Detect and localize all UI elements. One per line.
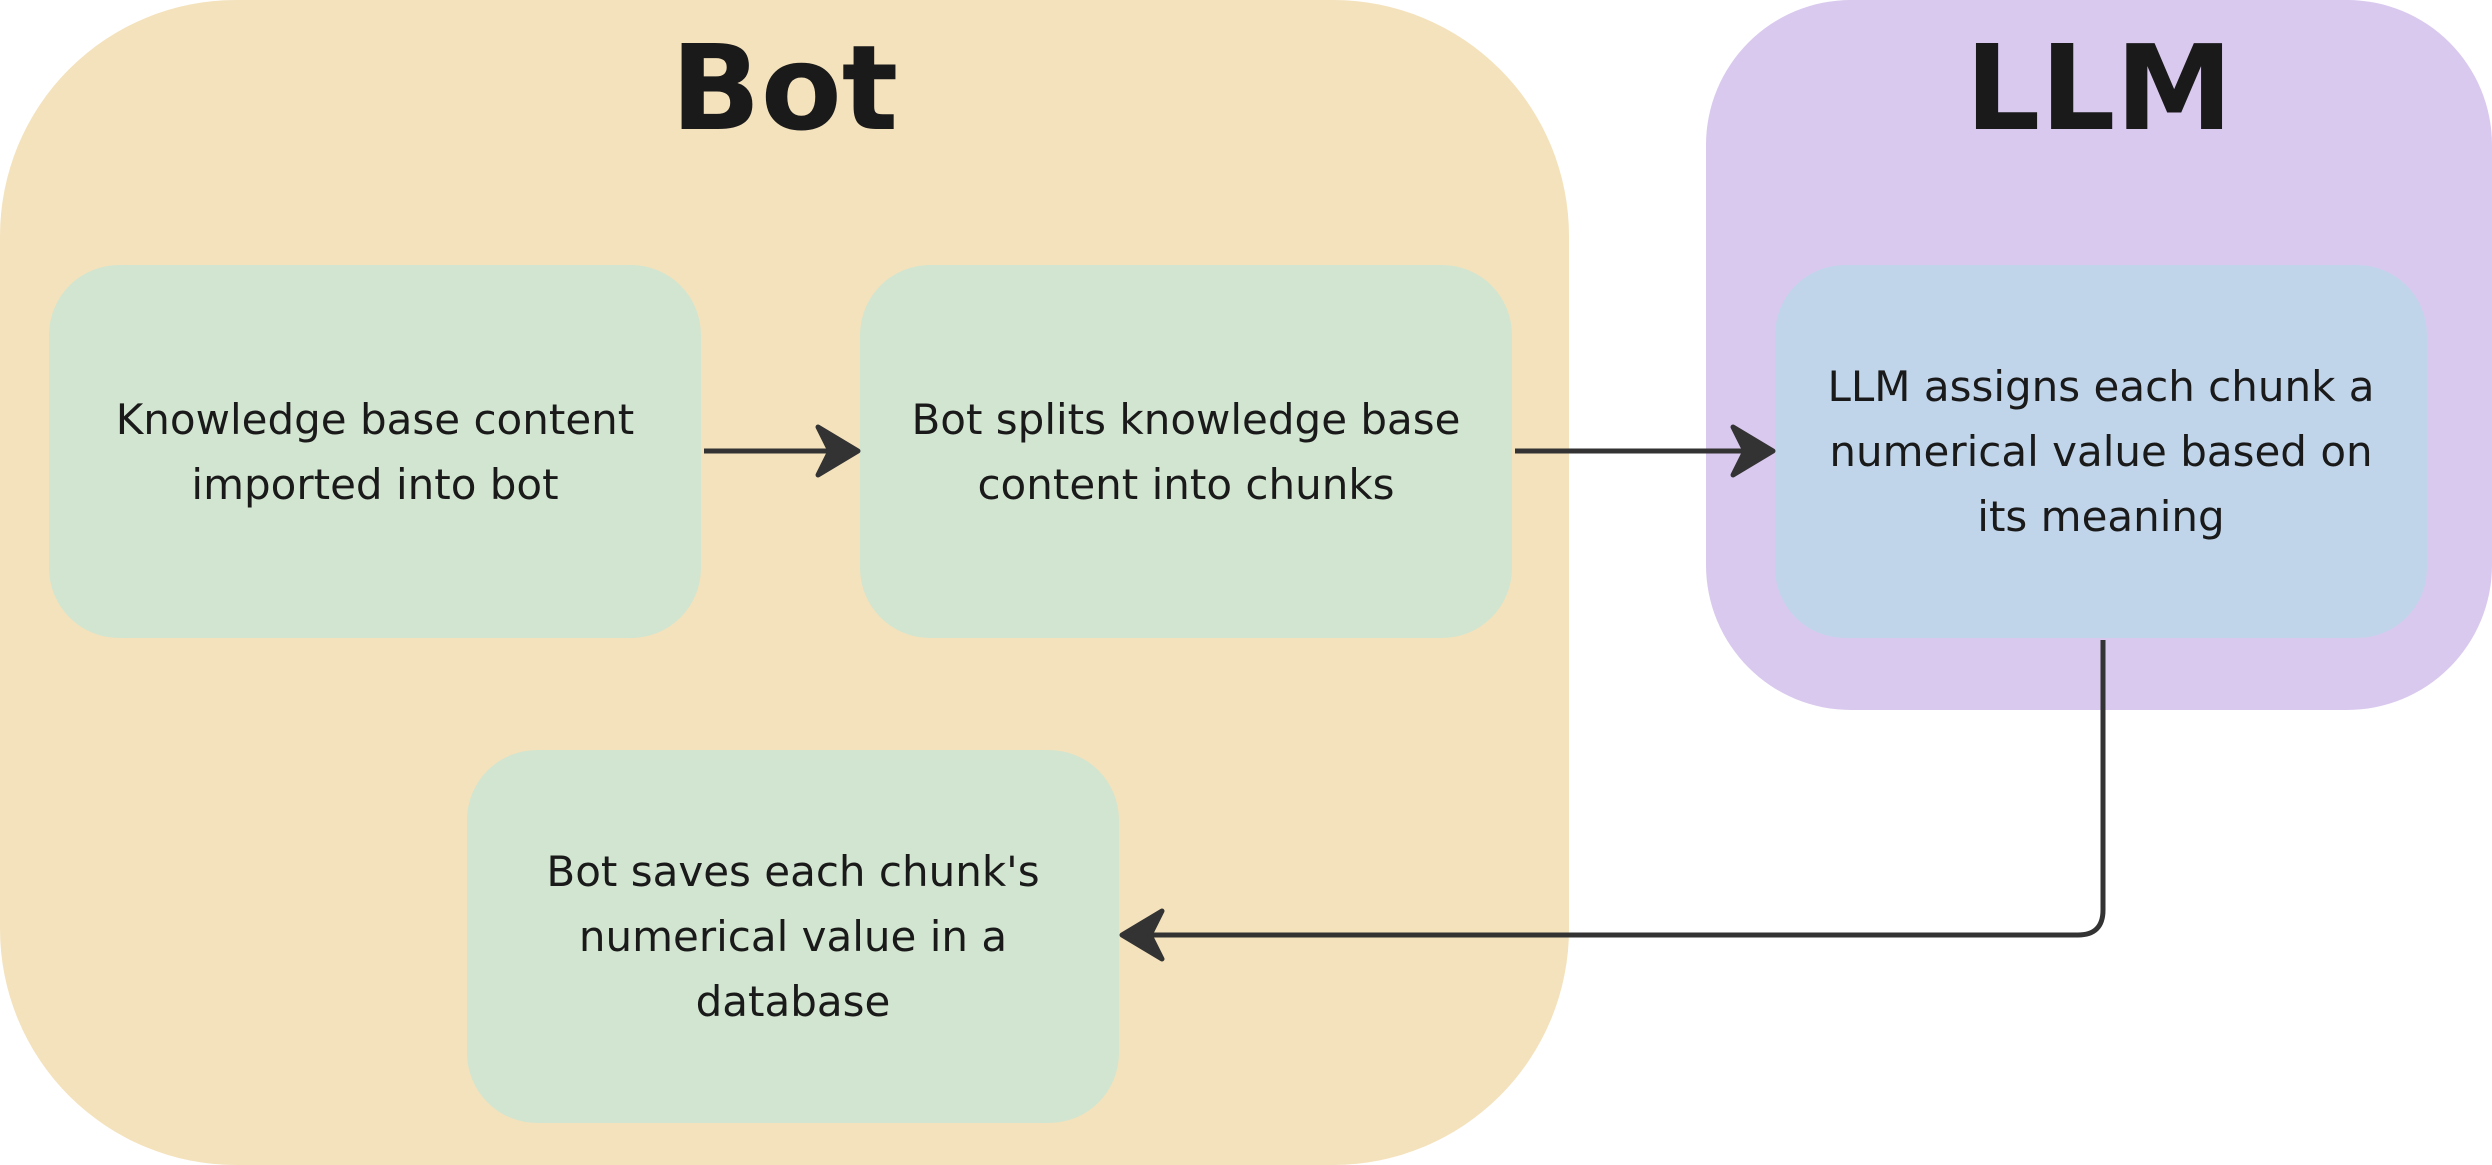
llm-group-title: LLM bbox=[1965, 19, 2233, 157]
bot-group-title: Bot bbox=[670, 19, 899, 157]
step-save-box: Bot saves each chunk's numerical value i… bbox=[467, 750, 1119, 1123]
step-save-label: Bot saves each chunk's numerical value i… bbox=[546, 847, 1040, 1026]
step-import-label: Knowledge base content imported into bot bbox=[115, 394, 635, 509]
step-split-label: Bot splits knowledge base content into c… bbox=[911, 394, 1461, 509]
step-split-box: Bot splits knowledge base content into c… bbox=[860, 265, 1512, 638]
step-import-box: Knowledge base content imported into bot bbox=[49, 265, 701, 638]
step-assign-label: LLM assigns each chunk a numerical value… bbox=[1827, 362, 2375, 541]
step-assign-box: LLM assigns each chunk a numerical value… bbox=[1775, 265, 2427, 638]
